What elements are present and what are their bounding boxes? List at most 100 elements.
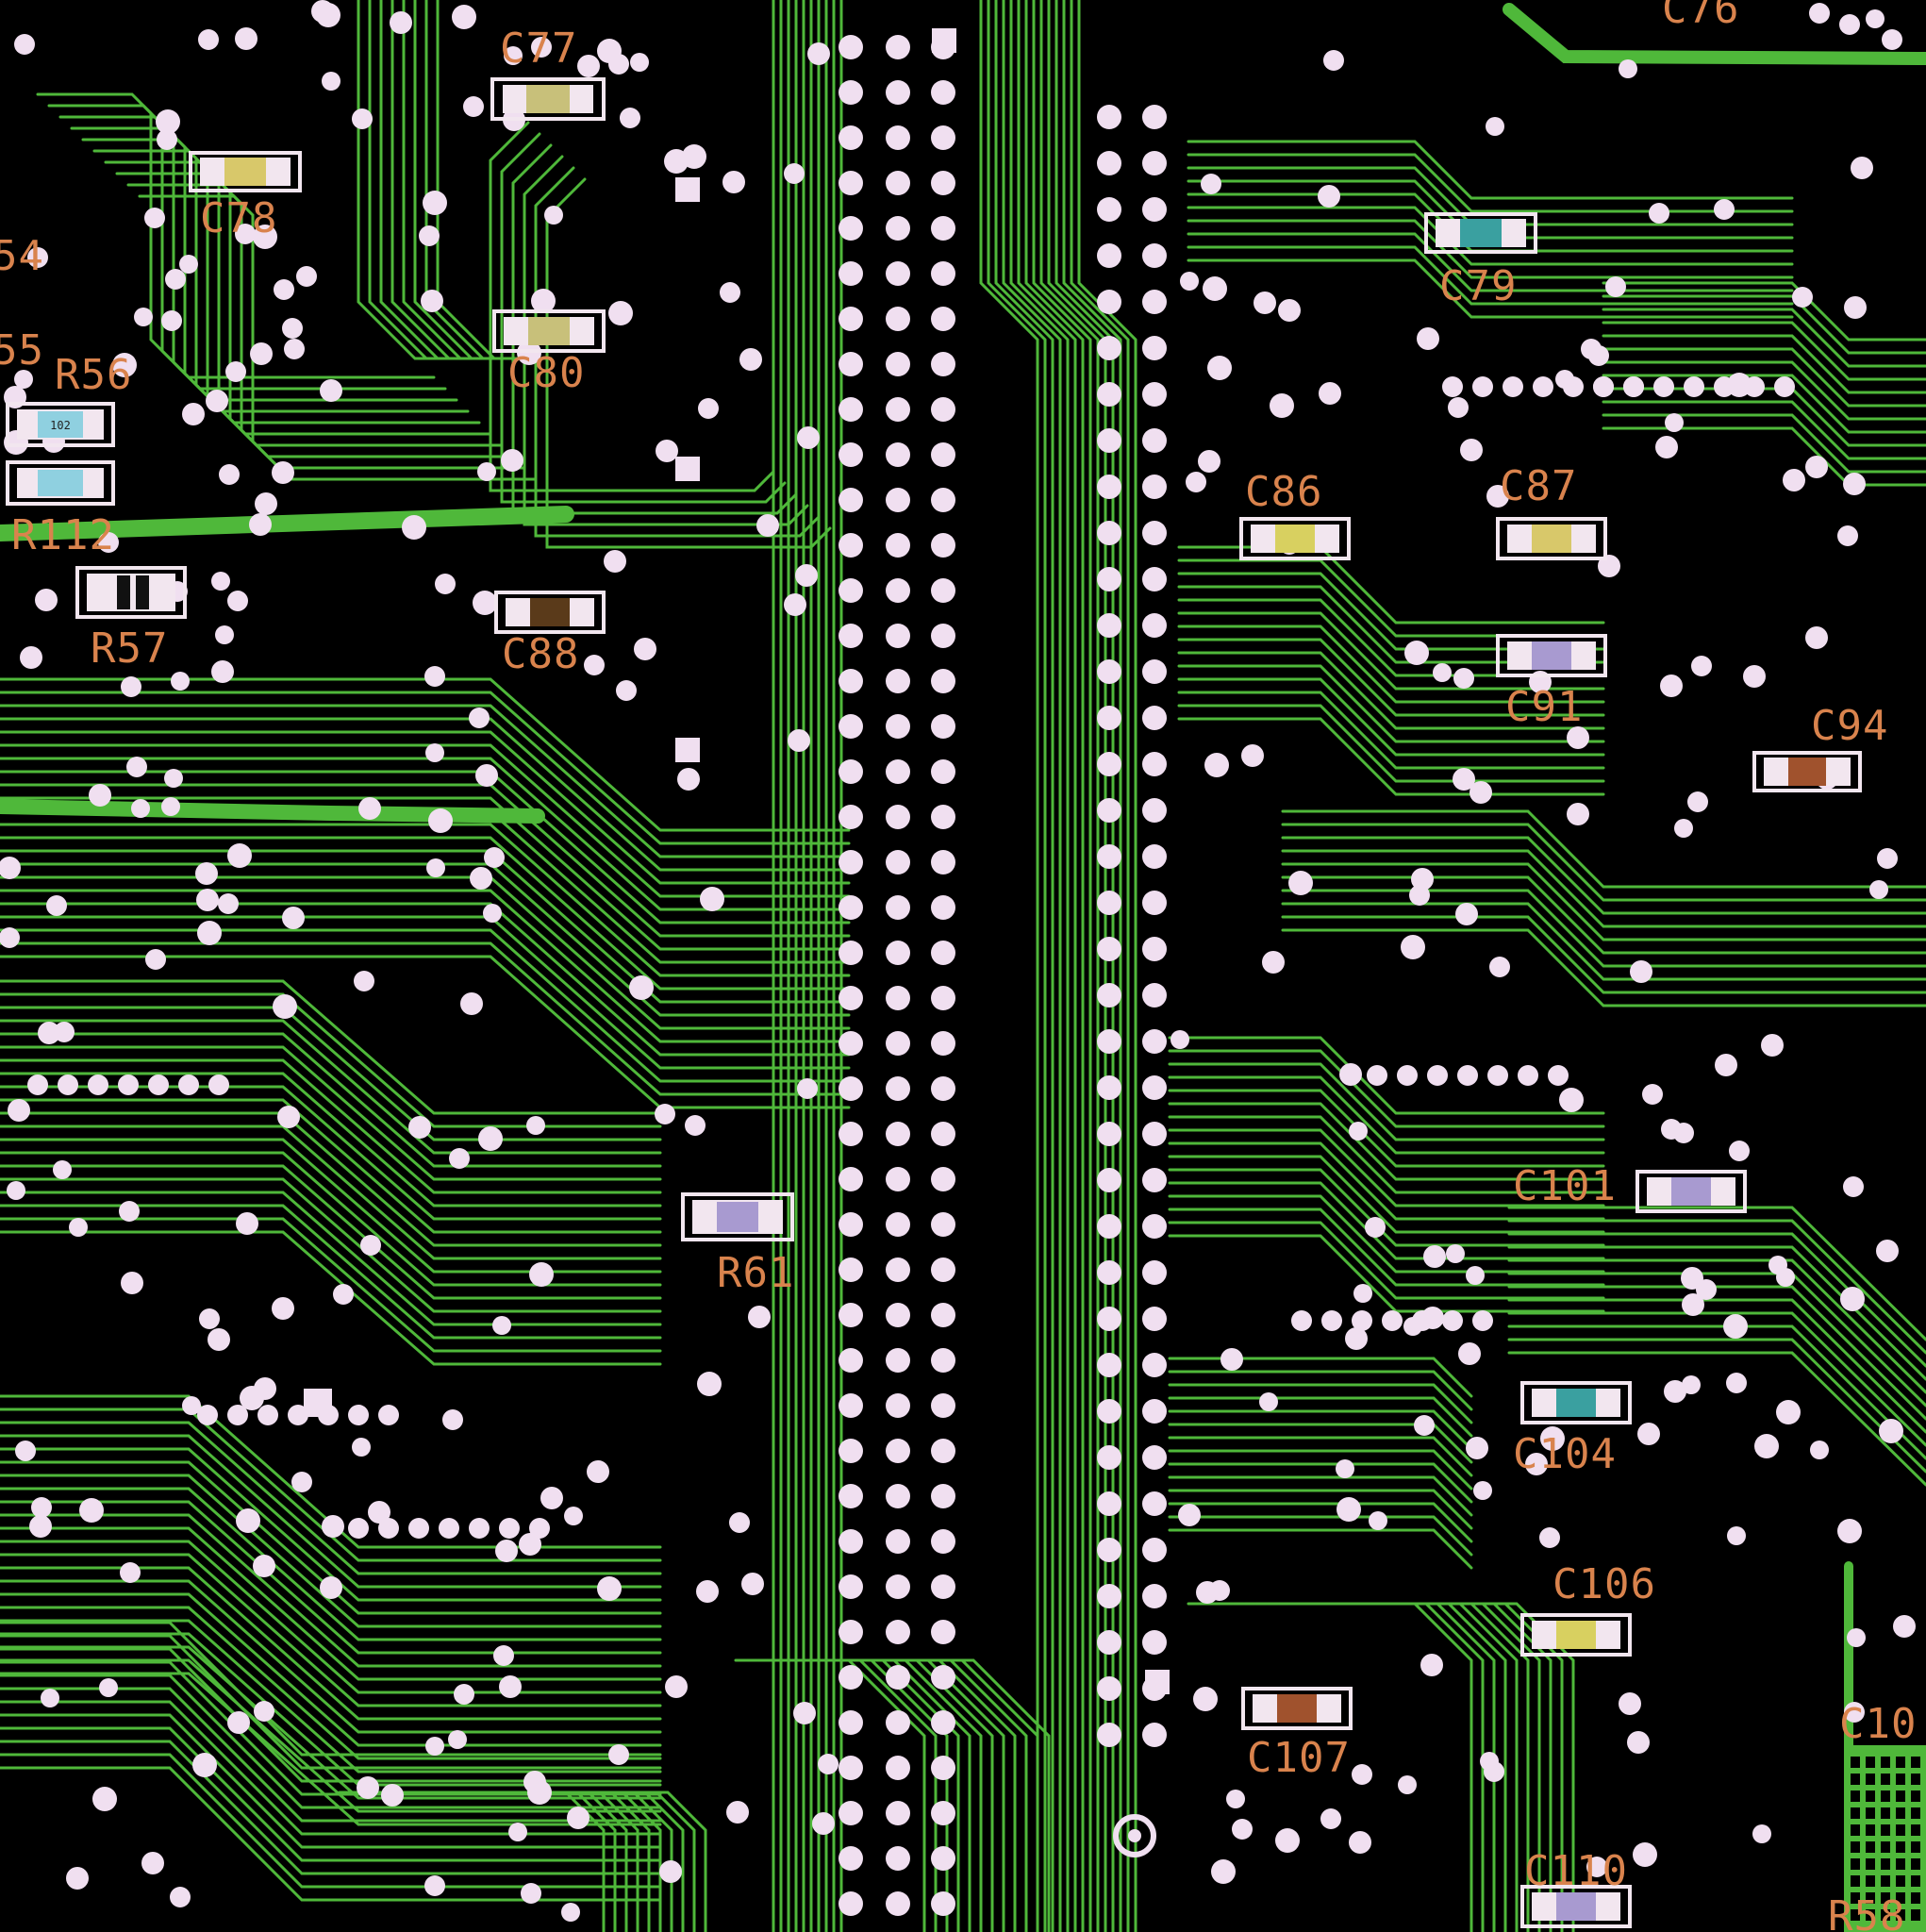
trace [0, 1621, 662, 1757]
via-pad [1472, 376, 1493, 397]
via-pad [20, 646, 42, 669]
via-pad [473, 591, 497, 615]
trace [0, 1674, 662, 1809]
trace [1281, 875, 1926, 955]
via-pad [182, 1396, 201, 1415]
via-pad [291, 1472, 312, 1492]
trace [1168, 1475, 1473, 1517]
via-pad [58, 1074, 78, 1095]
via-pad [584, 655, 605, 675]
via-pad [1321, 1310, 1342, 1331]
via-pad [1097, 752, 1121, 776]
via-pad [1411, 868, 1434, 891]
via-pad [793, 1702, 816, 1724]
via-pad [134, 308, 153, 326]
via-pad [131, 799, 150, 818]
trace [1024, 0, 1085, 1932]
via-pad [886, 986, 910, 1010]
via-pad [886, 533, 910, 558]
via-pad [179, 255, 198, 274]
via-pad [531, 289, 556, 313]
via-pad [931, 397, 955, 422]
trace [1177, 651, 1605, 730]
via-pad [170, 1887, 191, 1907]
via-pad [352, 1438, 371, 1457]
via-pad [424, 1875, 445, 1896]
via-pad [1472, 1310, 1493, 1331]
via-pad [1567, 726, 1589, 749]
via-pad [838, 578, 863, 603]
via-pad [1367, 1065, 1387, 1086]
via-pad [35, 589, 58, 611]
via-pad [255, 492, 277, 515]
bga-cell [1851, 1774, 1860, 1785]
via-pad [1681, 1267, 1703, 1290]
trace [0, 717, 851, 872]
via-pad [53, 1160, 72, 1179]
via-pad [192, 1753, 217, 1777]
via-pad [1254, 291, 1276, 314]
via-pad [616, 680, 637, 701]
via-pad [1142, 290, 1167, 314]
capacitor-c78 [189, 151, 302, 192]
bga-footprint [1844, 1745, 1926, 1932]
via-pad [1097, 1075, 1121, 1100]
via-pad [98, 532, 119, 553]
via-pad [838, 1303, 863, 1327]
via-pad [121, 676, 141, 697]
trace [1070, 0, 1130, 1932]
via-pad [630, 53, 649, 72]
via-pad [608, 1744, 629, 1765]
via-pad [838, 624, 863, 648]
via-pad [1142, 151, 1167, 175]
capacitor-c106 [1520, 1613, 1632, 1657]
trace [1281, 809, 1926, 889]
trace [1168, 1194, 1605, 1274]
trace [0, 902, 851, 1057]
via-pad [838, 1484, 863, 1508]
via-pad [1847, 1628, 1866, 1647]
via-pad [1204, 753, 1229, 777]
via-pad [838, 714, 863, 739]
via-pad [1142, 475, 1167, 499]
trace [534, 166, 821, 538]
via-pad [931, 1257, 955, 1282]
bga-cell [1851, 1757, 1860, 1768]
trace [1281, 849, 1926, 928]
via-pad [424, 666, 445, 687]
via-pad [31, 1497, 52, 1518]
bga-cell [1896, 1757, 1905, 1768]
label-c87: C87 [1500, 462, 1577, 510]
trace [1177, 704, 1605, 783]
via-pad [1687, 791, 1708, 812]
via-pad [838, 1439, 863, 1463]
via-pad [1540, 1426, 1565, 1451]
via-pad [1409, 885, 1430, 906]
via-pad [838, 80, 863, 105]
via-pad [0, 857, 21, 879]
trace [1177, 677, 1605, 757]
label-c10x: C10 [1839, 1700, 1917, 1748]
via-pad [886, 1122, 910, 1146]
via-pad [478, 1126, 503, 1151]
label-r57: R57 [91, 625, 168, 673]
via-pad [1097, 428, 1121, 453]
via-pad [931, 1393, 955, 1418]
trace [489, 121, 775, 492]
trace [0, 1447, 662, 1602]
via-pad [1433, 663, 1452, 682]
via-pad [423, 191, 447, 215]
trace [1168, 1062, 1605, 1141]
via-pad [7, 1181, 25, 1200]
trace [0, 889, 851, 1043]
trace [1177, 717, 1605, 796]
via-pad [322, 1515, 344, 1538]
bga-cell [1896, 1858, 1905, 1870]
bga-cell [1851, 1790, 1860, 1802]
via-pad [408, 1116, 431, 1139]
via-pad [1458, 1342, 1481, 1365]
via-pad [886, 1665, 910, 1690]
trace [1507, 1311, 1926, 1447]
via-pad [1480, 1752, 1499, 1771]
trace [1281, 902, 1926, 981]
